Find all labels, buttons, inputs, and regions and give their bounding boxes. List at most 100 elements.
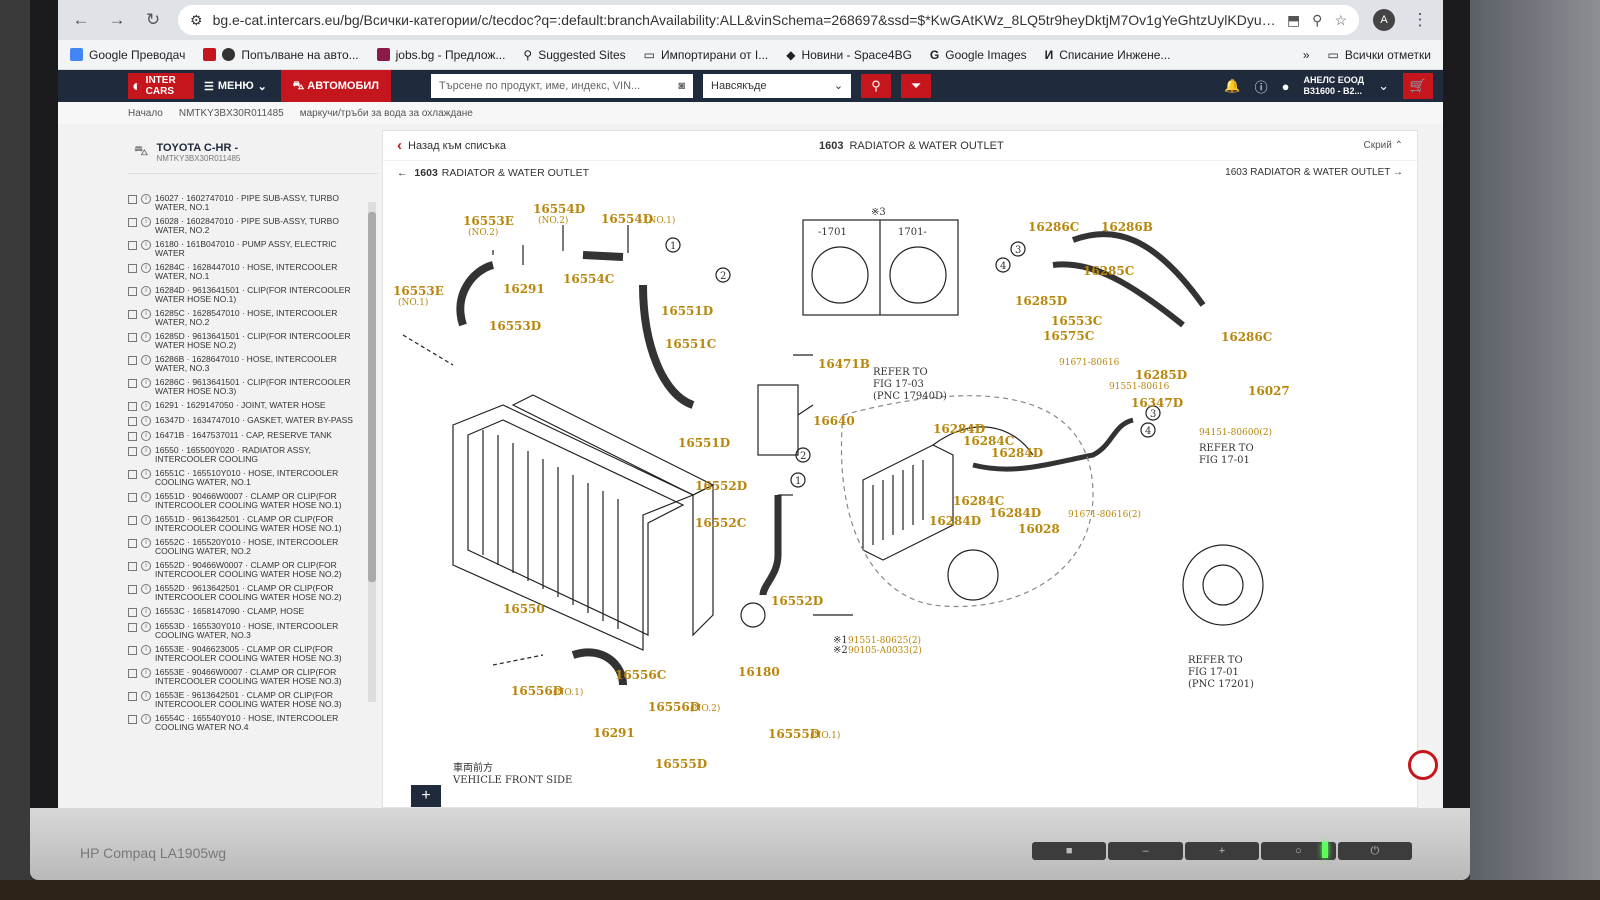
label-91551-80625[interactable]: 91551-80625(2): [848, 635, 921, 646]
label-16285c[interactable]: 16285C: [1083, 264, 1134, 278]
kebab-menu-icon[interactable]: ⋮: [1411, 10, 1429, 29]
address-bar[interactable]: ⚙ bg.e-cat.intercars.eu/bg/Всички-катего…: [178, 5, 1359, 35]
info-icon[interactable]: i: [141, 515, 151, 525]
part-checkbox[interactable]: [128, 669, 137, 678]
info-icon[interactable]: i: [141, 446, 151, 456]
label-16291-b[interactable]: 16291: [593, 726, 635, 740]
filter-button[interactable]: ⏷: [901, 74, 932, 98]
label-16284c-a[interactable]: 16284C: [963, 434, 1014, 448]
label-16291[interactable]: 16291: [503, 282, 545, 296]
label-16555d-no1[interactable]: 16555D: [768, 727, 820, 741]
part-checkbox[interactable]: [128, 585, 137, 594]
info-icon[interactable]: i: [141, 492, 151, 502]
label-91551-80616[interactable]: 91551-80616: [1109, 382, 1170, 392]
label-16027[interactable]: 16027: [1248, 384, 1290, 398]
part-checkbox[interactable]: [128, 516, 137, 525]
part-checkbox[interactable]: [128, 608, 137, 617]
info-icon[interactable]: i: [141, 607, 151, 617]
camera-icon[interactable]: ◙: [678, 80, 686, 92]
label-16471b[interactable]: 16471B: [818, 357, 870, 371]
info-icon[interactable]: i: [141, 691, 151, 701]
menu-button[interactable]: ☰МЕНЮ⌄: [204, 80, 267, 93]
monitor-plus-button[interactable]: +: [1184, 842, 1260, 860]
part-checkbox[interactable]: [128, 310, 137, 319]
label-90105-a0033[interactable]: 90105-A0033(2): [848, 645, 922, 656]
part-checkbox[interactable]: [128, 417, 137, 426]
bookmark-2[interactable]: jobs.bg - Предлож...: [376, 48, 505, 62]
label-16640[interactable]: 16640: [813, 414, 855, 428]
bell-icon[interactable]: 🔔: [1224, 78, 1241, 93]
part-checkbox[interactable]: [128, 287, 137, 296]
hide-link[interactable]: Скрий ⌃: [1363, 140, 1403, 151]
info-icon[interactable]: i: [141, 538, 151, 548]
bookmark-5[interactable]: ◆Новини - Space4BG: [786, 47, 912, 62]
label-16285d-a[interactable]: 16285D: [1015, 294, 1067, 308]
part-checkbox[interactable]: [128, 646, 137, 655]
bookmark-0[interactable]: Google Преводач: [70, 48, 185, 62]
part-checkbox[interactable]: [128, 264, 137, 273]
label-16552d-b[interactable]: 16552D: [771, 594, 823, 608]
label-16284d-c[interactable]: 16284D: [989, 506, 1041, 520]
label-94151-80600[interactable]: 94151-80600(2): [1199, 427, 1272, 438]
zoom-icon[interactable]: ⚲: [1312, 11, 1323, 28]
part-checkbox[interactable]: [128, 692, 137, 701]
label-16550[interactable]: 16550: [503, 602, 545, 616]
info-icon[interactable]: i: [141, 469, 151, 479]
info-icon[interactable]: i: [141, 355, 151, 365]
label-16553e-no2[interactable]: 16553E: [463, 214, 514, 228]
bookmark-4[interactable]: ▭Импортирани от I...: [643, 47, 769, 62]
info-icon[interactable]: i: [141, 622, 151, 632]
info-icon[interactable]: i: [141, 263, 151, 273]
info-icon[interactable]: i: [141, 309, 151, 319]
label-16553c[interactable]: 16553C: [1051, 314, 1102, 328]
breadcrumb-home[interactable]: Начало: [128, 107, 163, 119]
label-16285d-b[interactable]: 16285D: [1135, 368, 1187, 382]
cart-button[interactable]: 🛒: [1403, 73, 1433, 99]
info-icon[interactable]: i: [141, 401, 151, 411]
monitor-minus-button[interactable]: –: [1108, 842, 1183, 860]
star-icon[interactable]: ☆: [1334, 11, 1347, 28]
label-16284d-b[interactable]: 16284D: [991, 446, 1043, 460]
label-91671-80616-2[interactable]: 91671-80616(2): [1068, 509, 1141, 520]
monitor-power-button[interactable]: ⏻: [1337, 842, 1413, 860]
info-icon[interactable]: i: [141, 561, 151, 571]
label-16347d[interactable]: 16347D: [1131, 396, 1183, 410]
label-16286b[interactable]: 16286B: [1101, 220, 1153, 234]
label-16284d-d[interactable]: 16284D: [929, 514, 981, 528]
info-icon[interactable]: i: [141, 584, 151, 594]
label-16554c[interactable]: 16554C: [563, 272, 614, 286]
label-16556d-no2[interactable]: 16556D: [648, 700, 700, 714]
monitor-input-button[interactable]: ■: [1032, 842, 1107, 860]
info-icon[interactable]: i: [141, 668, 151, 678]
site-settings-icon[interactable]: ⚙: [190, 11, 203, 28]
info-icon[interactable]: i: [141, 714, 151, 724]
label-16553d[interactable]: 16553D: [489, 319, 541, 333]
back-arrow-icon[interactable]: ←: [72, 10, 90, 29]
forward-arrow-icon[interactable]: →: [108, 10, 126, 29]
extension-icon[interactable]: [1408, 750, 1438, 780]
label-16028[interactable]: 16028: [1018, 522, 1060, 536]
part-checkbox[interactable]: [128, 379, 137, 388]
part-checkbox[interactable]: [128, 470, 137, 479]
label-16556d-no1[interactable]: 16556D: [511, 684, 563, 698]
install-icon[interactable]: ⬒: [1286, 11, 1301, 28]
